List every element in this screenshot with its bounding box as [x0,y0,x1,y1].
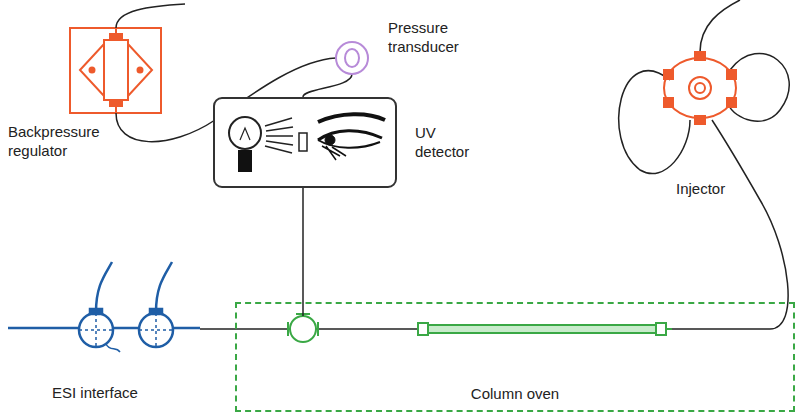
eye-icon [318,114,385,160]
node-title: Column oven [237,384,793,403]
lc-column [418,323,672,335]
node-title: UV detector [415,123,481,161]
injector-valve [664,52,736,124]
uv-lamp [213,97,397,188]
tubing-connector [302,188,304,302]
pressure-transducer [336,42,368,74]
esi-interface [8,262,200,352]
flow-cell [299,133,307,151]
oven-box: Column oven [235,302,795,412]
detector-box: UV detector [213,97,397,188]
component-label: Injector [676,179,756,198]
component-label: ESI interface [52,383,172,402]
component-label: Backpressure regulator [8,122,112,160]
mixing-tee [288,314,318,342]
component-label: Pressure transducer [388,18,480,56]
tubing [302,302,304,316]
tubing [116,0,789,329]
backpressure-regulator [70,28,161,113]
